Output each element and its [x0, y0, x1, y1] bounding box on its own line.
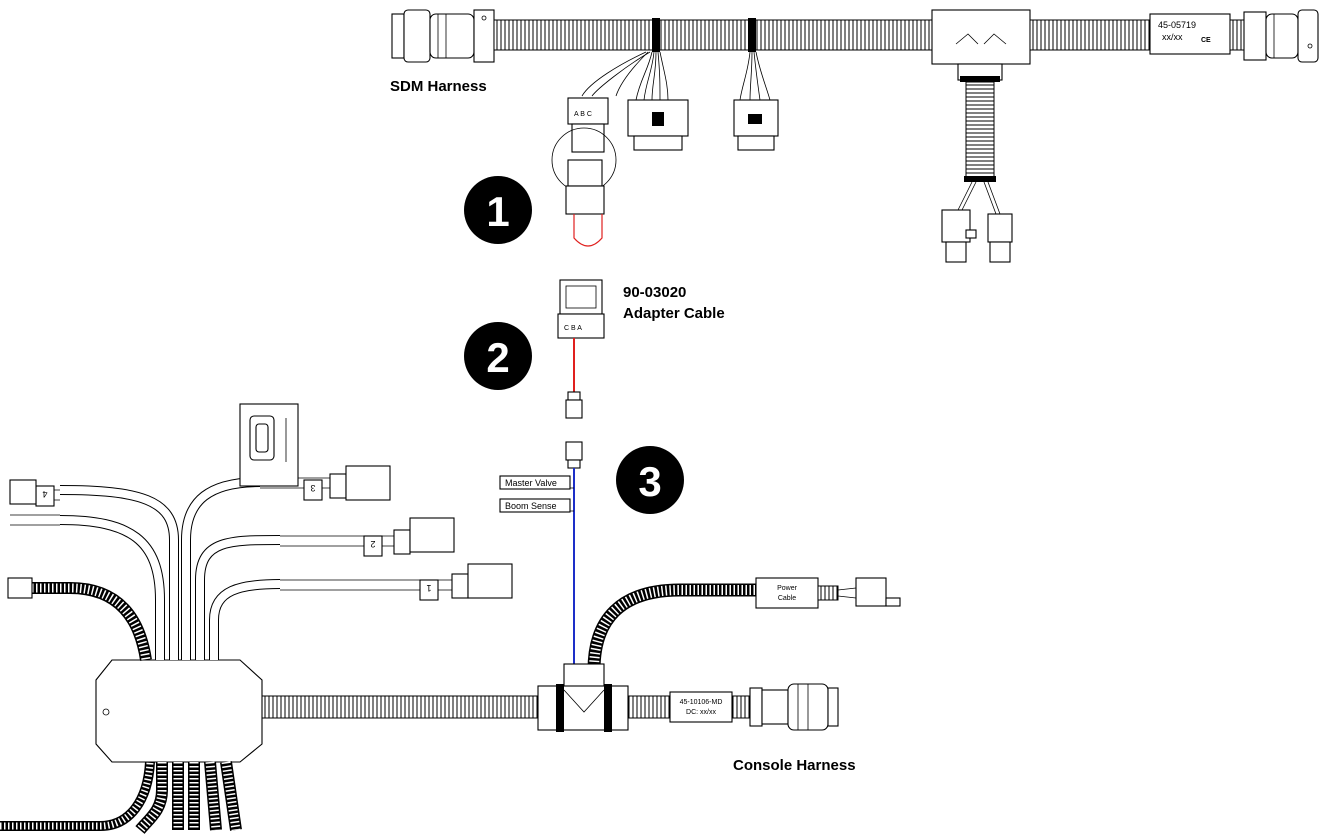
- master-valve-label: Master Valve: [505, 478, 557, 488]
- sdm-breakout-wires: [581, 51, 771, 101]
- sdm-part-tag: 45-05719 xx/xx CE: [1149, 13, 1231, 55]
- console-harness-label: Console Harness: [733, 757, 856, 774]
- console-part-number: 45-10106-MD: [680, 699, 723, 706]
- sdm-harness: 45-05719 xx/xx CE: [390, 9, 1319, 263]
- svg-text:3: 3: [310, 483, 315, 493]
- console-part-tag: 45-10106-MD DC: xx/xx: [669, 691, 733, 723]
- loopback-wire: [573, 214, 603, 247]
- sdm-large-connector: [627, 99, 689, 151]
- console-circular-connector: [749, 683, 839, 731]
- ce-mark: CE: [1201, 37, 1211, 44]
- sdm-harness-label: SDM Harness: [390, 78, 487, 95]
- sdm-branch-wires: [957, 181, 1001, 215]
- mounting-bracket: [239, 403, 299, 487]
- section-tag-4: 4: [9, 479, 55, 507]
- adapter-cable: C B A 90-03020 Adapter Cable: [557, 279, 725, 419]
- sdm-branch-connector-left: [941, 209, 977, 263]
- power-cable-tag: Power Cable: [755, 577, 819, 609]
- callout-1: 1: [464, 176, 532, 244]
- adapter-pin-labels: C B A: [564, 325, 582, 332]
- sdm-t-junction: [931, 9, 1031, 82]
- console-t-junction: [537, 663, 629, 732]
- blue-wire-terminal: [565, 441, 583, 461]
- sdm-left-circular-connector: [391, 9, 495, 63]
- section-tag-2: 2: [363, 517, 455, 557]
- console-date-code: DC: xx/xx: [686, 709, 716, 716]
- sdm-right-circular-connector: [1243, 9, 1319, 63]
- adapter-cable-label: Adapter Cable: [623, 305, 725, 322]
- callout-3: 3: [616, 446, 684, 514]
- adapter-part-number: 90-03020: [623, 284, 686, 301]
- sdm-3pin-connector: A B C: [551, 97, 617, 247]
- sdm-medium-connector: [733, 99, 779, 151]
- sdm-branch-connector-right: [987, 213, 1013, 263]
- boom-sense-tag: [499, 498, 571, 513]
- svg-text:4: 4: [42, 489, 47, 499]
- svg-text:A B C: A B C: [574, 111, 592, 118]
- sdm-part-number: 45-05719: [1158, 20, 1196, 30]
- svg-text:2: 2: [370, 539, 375, 549]
- callout-1-number: 1: [486, 188, 509, 235]
- callout-3-number: 3: [638, 458, 661, 505]
- section-tag-3: 3: [303, 465, 391, 501]
- svg-text:1: 1: [426, 583, 431, 593]
- power-cable-line1: Power: [777, 585, 798, 592]
- power-connector: [855, 577, 901, 607]
- callout-2: 2: [464, 322, 532, 390]
- sdm-date-code: xx/xx: [1162, 32, 1183, 42]
- section-tag-1: 1: [419, 563, 513, 601]
- callout-2-number: 2: [486, 334, 509, 381]
- console-harness: Master Valve Boom Sense Power Cable: [231, 441, 901, 774]
- boom-sense-label: Boom Sense: [505, 501, 557, 511]
- power-cable-line2: Cable: [778, 595, 796, 602]
- master-valve-tag: [499, 475, 571, 490]
